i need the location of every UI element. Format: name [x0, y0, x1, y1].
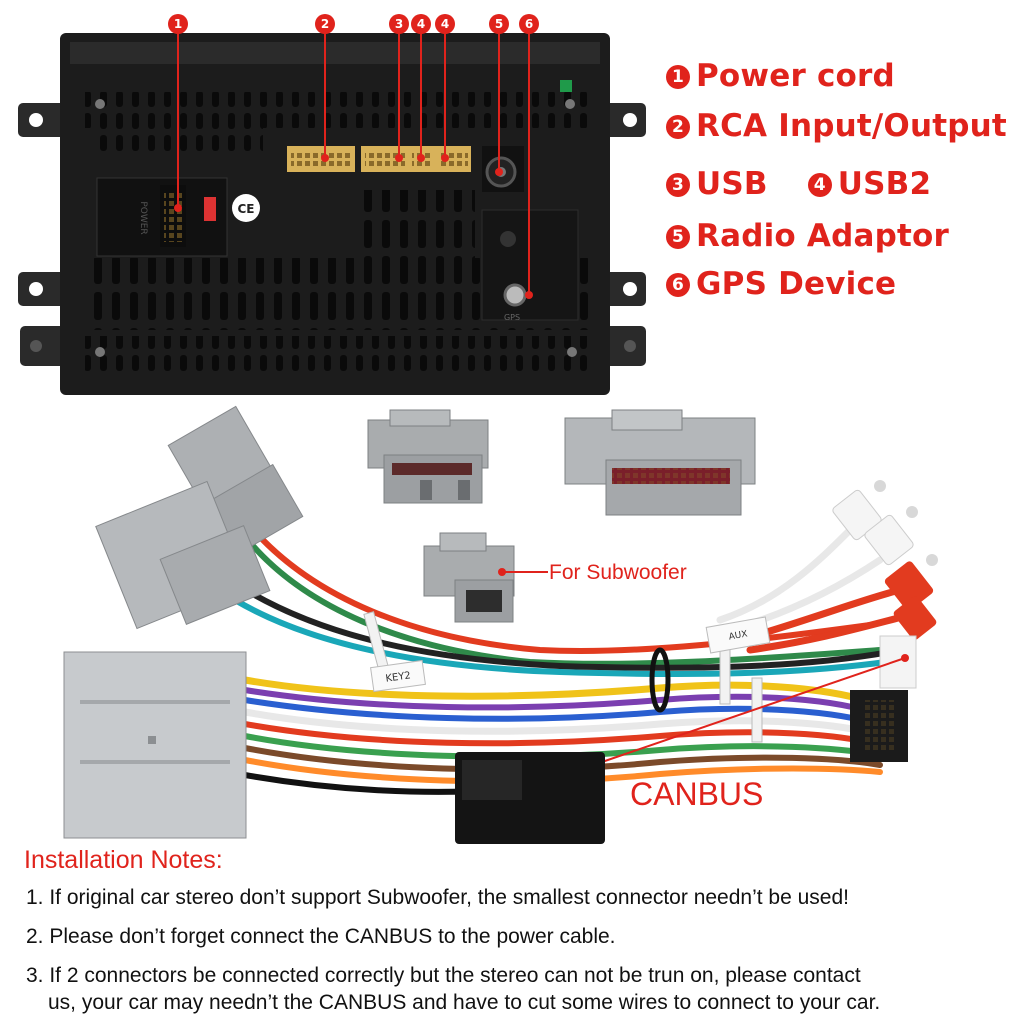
fuse-icon — [204, 197, 216, 221]
svg-text:CE: CE — [237, 202, 254, 216]
canbus-label: CANBUS — [630, 776, 764, 812]
gps-socket — [503, 283, 527, 307]
vent-row — [355, 190, 475, 260]
wire-harness: KEY2 AUX — [63, 405, 938, 844]
legend-number-badge: 6 — [666, 273, 690, 297]
status-led — [560, 80, 572, 92]
legend-label: GPS Device — [696, 266, 897, 302]
legend-label: Power cord — [696, 58, 895, 94]
mount-hole-icon — [624, 340, 636, 352]
key-tag: KEY2 — [385, 670, 412, 684]
top-rim — [70, 42, 600, 64]
screw-icon — [567, 347, 577, 357]
callout-3: 3 — [395, 17, 403, 31]
power-panel-label: POWER — [138, 201, 148, 234]
legend-number-badge: 2 — [666, 115, 690, 139]
mount-hole-icon — [30, 340, 42, 352]
screw-icon — [565, 99, 575, 109]
legend-number-badge: 4 — [807, 173, 832, 197]
note-line: 3. If 2 connectors be connected correctl… — [26, 964, 861, 987]
callout-4: 4 — [417, 17, 425, 31]
legend-number-badge: 1 — [666, 65, 690, 89]
callout-1: 1 — [174, 17, 182, 31]
subwoofer-label: For Subwoofer — [549, 561, 687, 584]
notes-title: Installation Notes: — [24, 846, 223, 874]
aux-tag: AUX — [728, 629, 748, 642]
vent-row — [85, 336, 590, 372]
canbus-pointer — [601, 657, 906, 763]
legend-label: USB2 — [837, 166, 932, 202]
callout-2: 2 — [321, 17, 329, 31]
vent-row — [85, 92, 590, 128]
legend-number-badge: 3 — [666, 173, 690, 197]
mount-hole-icon — [29, 282, 43, 296]
large-connector — [564, 409, 756, 516]
note-item: 2. Please don’t forget connect the CANBU… — [26, 925, 616, 948]
legend-label: Radio Adaptor — [696, 218, 949, 254]
head-unit-panel: POWER CE GPS — [18, 14, 646, 395]
screw-icon — [95, 99, 105, 109]
small-connector — [367, 409, 489, 504]
note-item: 3. If 2 connectors be connected correctl… — [26, 962, 1014, 1016]
legend-label: RCA Input/Output — [696, 108, 1007, 144]
subwoofer-connector — [423, 532, 515, 623]
mount-hole-icon — [29, 113, 43, 127]
callout-6: 6 — [525, 17, 533, 31]
callout-4b: 4 — [441, 17, 449, 31]
callout-5: 5 — [495, 17, 503, 31]
rca-plugs — [832, 480, 938, 640]
legend-number-badge: 5 — [666, 225, 690, 249]
vent-row — [98, 128, 263, 156]
ce-mark-icon — [232, 194, 260, 222]
note-line-continued: us, your car may needn’t the CANBUS and … — [48, 991, 881, 1014]
screw-icon — [95, 347, 105, 357]
white-plug — [879, 635, 917, 689]
mount-hole-icon — [623, 113, 637, 127]
note-item: 1. If original car stereo don’t support … — [26, 886, 849, 909]
mount-ear-bottom-left — [20, 326, 70, 366]
installation-notes: Installation Notes: 1. If original car s… — [24, 846, 1014, 1028]
mount-hole-icon — [623, 282, 637, 296]
legend-label: USB — [696, 166, 768, 202]
gps-panel-label: GPS — [504, 313, 520, 322]
power-socket-pins — [164, 190, 182, 242]
harness-plug-main — [63, 651, 247, 839]
harness-plug-middle — [95, 480, 271, 630]
mic-hole-icon — [500, 231, 516, 247]
